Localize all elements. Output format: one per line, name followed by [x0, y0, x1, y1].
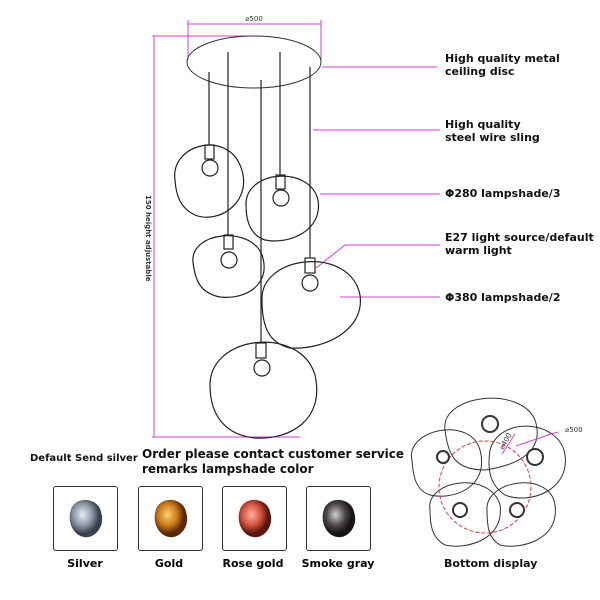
- callout-text: High quality: [445, 118, 521, 131]
- pendants: [174, 52, 361, 439]
- callout-text: warm light: [445, 244, 512, 257]
- swatch-silver: [53, 486, 118, 551]
- disc-diameter-label: ⌀500: [245, 15, 263, 23]
- callout-text: steel wire sling: [445, 131, 540, 144]
- order-note-line: remarks lampshade color: [142, 462, 314, 476]
- ceiling-disc: [186, 35, 322, 89]
- callout-text: E27 light source/default: [445, 231, 594, 244]
- swatch-label: Silver: [67, 557, 103, 570]
- swatch-gold: [138, 486, 203, 551]
- swatch-label: Gold: [154, 557, 184, 570]
- height-label: 150 height adjustable: [144, 195, 152, 282]
- order-note-line: Order please contact customer service: [142, 447, 405, 461]
- outer-diameter-label: ⌀500: [565, 426, 583, 434]
- swatch-smoke-gray: [306, 486, 371, 551]
- bottom-view: [411, 397, 566, 547]
- callout-text: Φ380 lampshade/2: [445, 291, 561, 304]
- dimension-lines: [152, 20, 440, 438]
- swatch-label: Smoke gray: [301, 557, 375, 570]
- bottom-display-label: Bottom display: [444, 557, 538, 570]
- callout-text: High quality metal: [445, 52, 560, 65]
- default-note: Default Send silver: [30, 453, 138, 464]
- swatch-label: Rose gold: [222, 557, 284, 570]
- callout-text: ceiling disc: [445, 65, 515, 78]
- callout-280-shade: Φ280 lampshade/3: [445, 187, 560, 200]
- callout-380-shade: Φ380 lampshade/2: [445, 291, 560, 304]
- callout-text: Φ280 lampshade/3: [445, 187, 561, 200]
- swatch-rose-gold: [222, 486, 287, 551]
